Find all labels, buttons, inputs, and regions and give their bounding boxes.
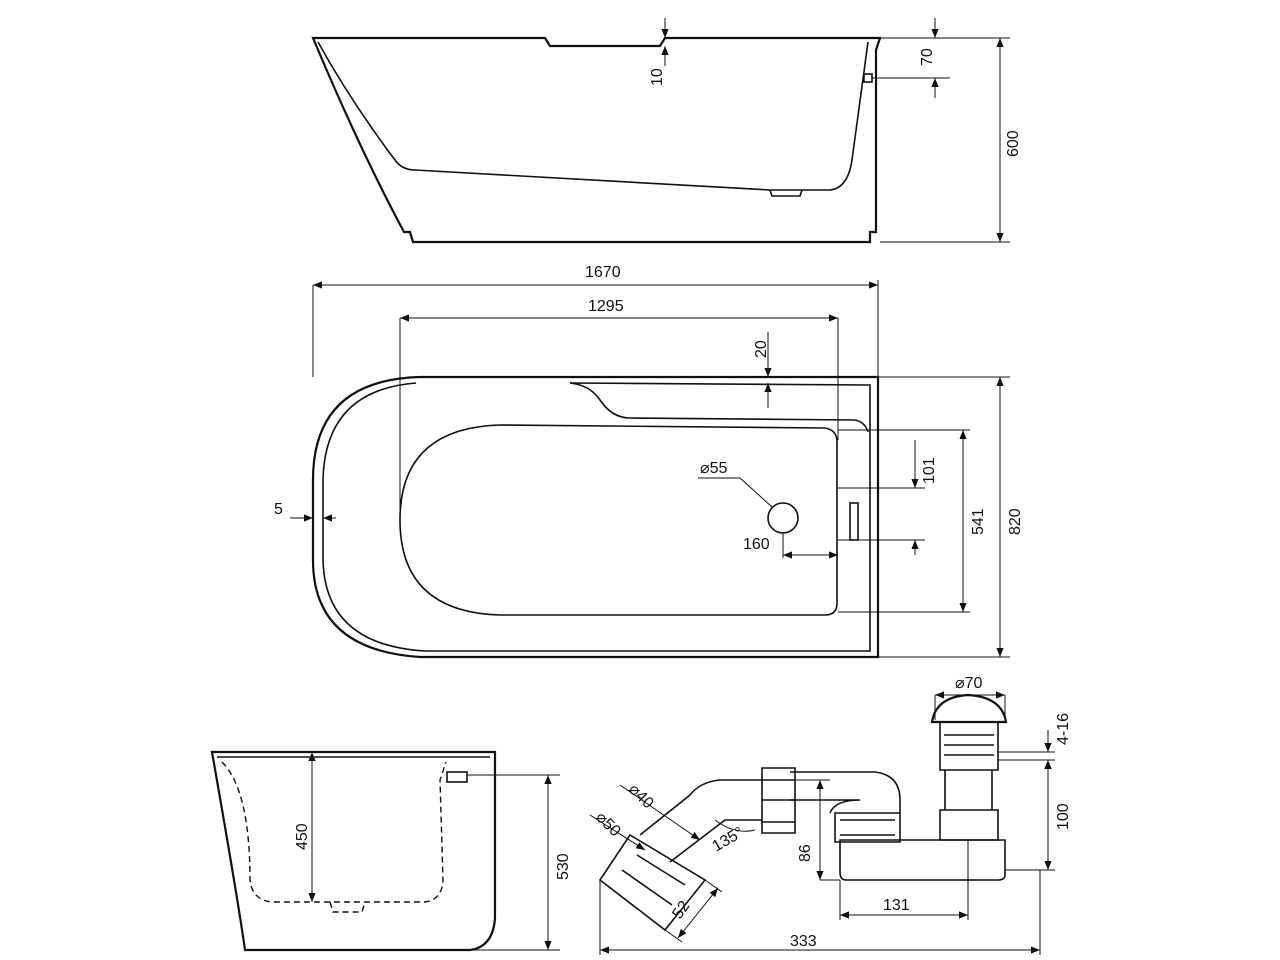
- pipe-angled: [639, 779, 762, 863]
- dim-plug-adjust: 4-16: [1055, 713, 1072, 745]
- dim-overflow-height: 70: [919, 48, 936, 66]
- nut-middle: [761, 767, 796, 834]
- dim-rim-recess: 10: [649, 68, 666, 86]
- dim-height-100: 100: [1055, 803, 1072, 830]
- plan-rim: [322, 382, 871, 652]
- trap-body: [839, 839, 1006, 881]
- dim-overall-length: 1670: [585, 264, 621, 281]
- plan-basin: [399, 424, 838, 616]
- dim-length-333: 333: [790, 933, 817, 950]
- plan-view: 1670 1295 20 ⌀55 5 101 541 820 160: [274, 264, 1024, 659]
- dim-overall-height: 530: [555, 853, 572, 880]
- dim-pipe-diameter-50: ⌀50: [592, 809, 623, 840]
- dim-length-131: 131: [883, 897, 910, 914]
- dim-inner-length: 1295: [588, 298, 624, 315]
- dim-rim-offset: 20: [753, 340, 770, 358]
- dim-pipe-diameter-40: ⌀40: [625, 781, 656, 812]
- dim-wall-gap: 5: [274, 501, 283, 518]
- side-view-inner-basin: [317, 41, 869, 191]
- dim-height: 600: [1005, 130, 1022, 157]
- side-view-outline: [311, 36, 882, 244]
- siphon: ⌀70 4-16 100 86 131 333 ⌀40 ⌀50 135° 52: [589, 675, 1072, 955]
- outlet: [598, 833, 707, 932]
- dim-inner-depth: 450: [294, 823, 311, 850]
- side-view: 10 70 600: [311, 18, 1022, 244]
- dim-plug-diameter: ⌀70: [955, 675, 983, 692]
- overflow-slot: [849, 502, 859, 541]
- plan-outline: [311, 375, 880, 659]
- dim-drain-offset: 160: [743, 536, 770, 553]
- side-overflow: [863, 73, 873, 83]
- dim-height-86: 86: [797, 844, 814, 862]
- dim-angle: 135°: [710, 824, 747, 855]
- dim-overall-width: 820: [1007, 508, 1024, 535]
- end-view: 450 530: [210, 750, 572, 952]
- plug-body: [939, 770, 999, 841]
- end-overflow: [446, 771, 468, 783]
- nut-left: [834, 812, 901, 843]
- end-view-outline: [210, 750, 497, 952]
- dim-inner-width: 541: [970, 508, 987, 535]
- plug-cap: [930, 693, 1008, 724]
- pipe-horizontal: [790, 771, 901, 814]
- dim-overflow-width: 101: [921, 457, 938, 484]
- dim-outlet-52: 52: [669, 898, 693, 922]
- side-drain: [769, 189, 803, 197]
- drain-hole: [767, 502, 799, 534]
- dim-drain-diameter: ⌀55: [700, 460, 728, 477]
- end-view-inner-basin: [221, 761, 447, 903]
